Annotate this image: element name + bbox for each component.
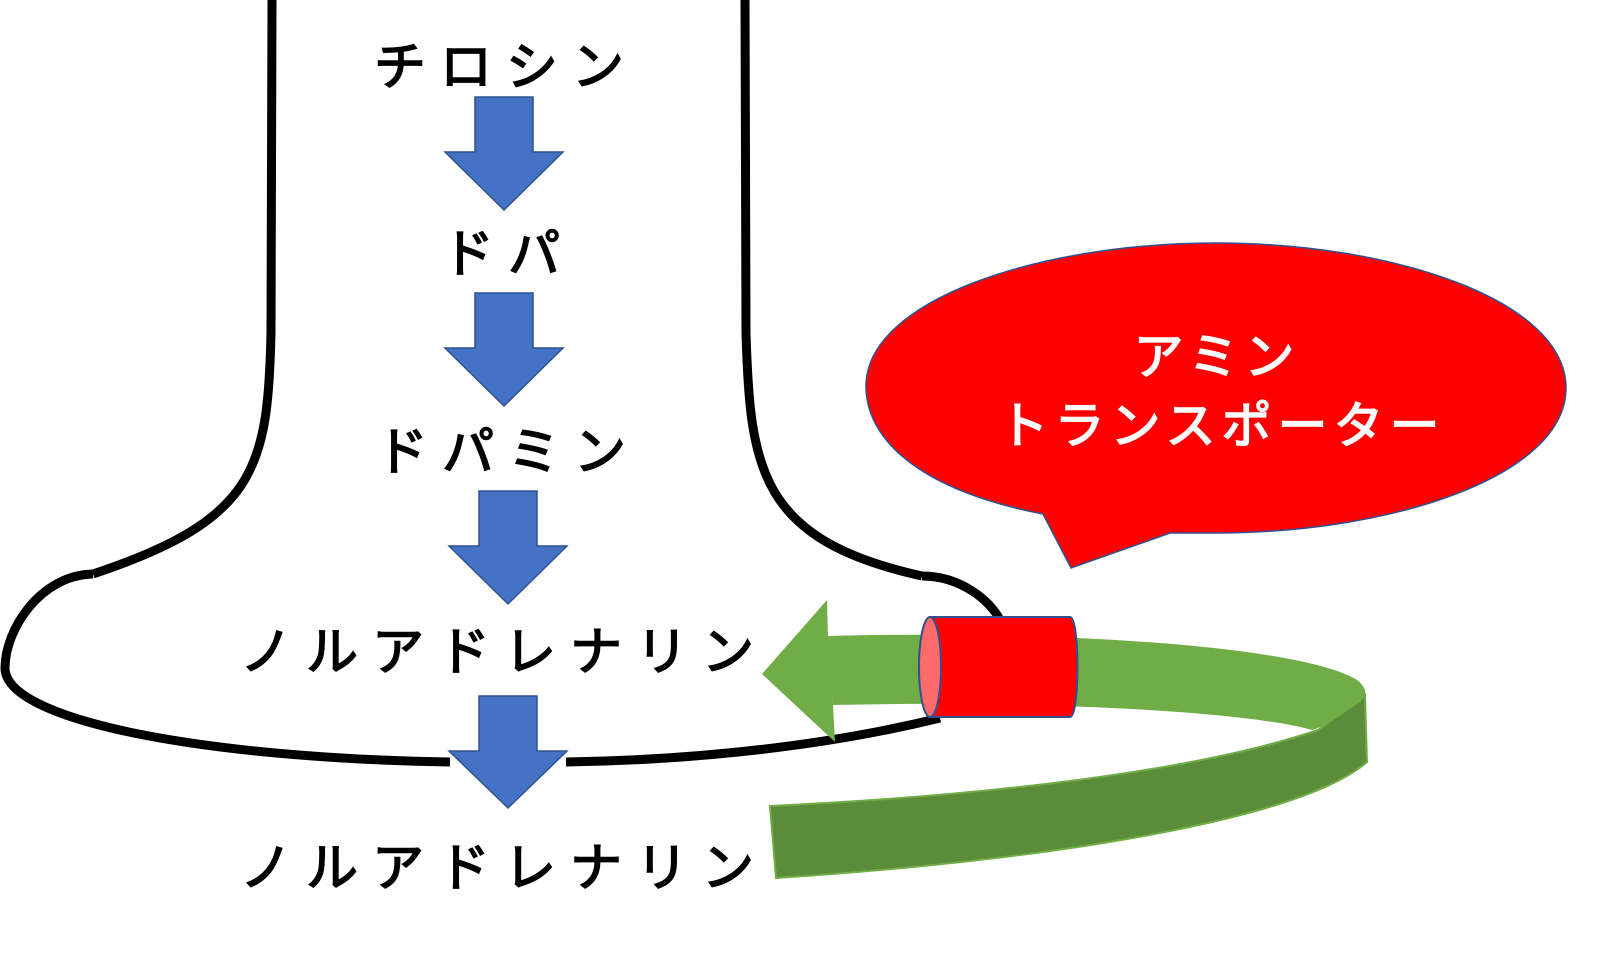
membrane-right-bulb xyxy=(921,571,1005,623)
reuptake-ribbon-back xyxy=(768,693,1369,880)
transporter-face xyxy=(918,616,942,718)
arrow-down-icon xyxy=(443,292,565,408)
released-label-noradrenaline: ノルアドレナリン xyxy=(240,839,768,899)
reuptake-arrowhead-icon xyxy=(762,600,835,742)
pathway-arrows xyxy=(443,96,569,810)
pathway-label-noradrenaline: ノルアドレナリン xyxy=(240,623,768,683)
pathway-label-tyrosine: チロシン xyxy=(374,38,638,98)
transporter-body xyxy=(929,616,1079,718)
arrow-down-icon xyxy=(447,695,569,810)
membrane-bottom-right xyxy=(565,713,942,767)
arrow-down-icon xyxy=(447,490,569,606)
reuptake-ribbon-top xyxy=(827,634,1366,730)
callout-shape xyxy=(865,242,1567,569)
membrane-left-bulb xyxy=(0,569,451,767)
membrane-right-axon xyxy=(740,0,923,581)
amine-transporter xyxy=(918,616,1079,718)
membrane-left-axon xyxy=(91,0,277,579)
pathway-label-dopamine: ドパミン xyxy=(376,423,640,483)
arrow-down-icon xyxy=(443,96,565,212)
pathway-label-dopa: ドパ xyxy=(442,225,574,285)
callout-line2: トランスポーター xyxy=(999,397,1446,455)
callout-line1: アミン xyxy=(1134,328,1301,386)
neuron-membrane xyxy=(0,0,1005,767)
callout-bubble: アミン トランスポーター xyxy=(865,242,1567,569)
